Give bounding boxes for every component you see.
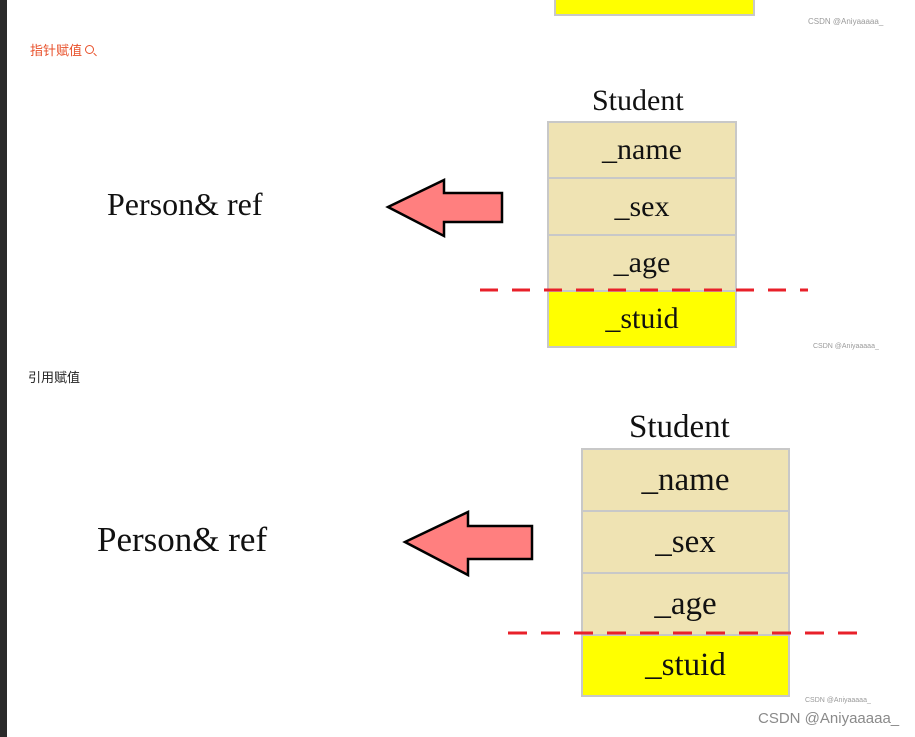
- pointer-assign-label: 指针赋值: [30, 44, 83, 59]
- watermark: CSDN @Aniyaaaaa_: [808, 17, 884, 26]
- diagram-2-struct: _name _sex _age _stuid: [581, 448, 790, 697]
- diagram-1-field-sex: _sex: [549, 179, 735, 236]
- diagram-2-title: Student: [629, 409, 730, 445]
- watermark: CSDN @Aniyaaaaa_: [813, 343, 879, 350]
- search-icon: [85, 45, 95, 54]
- diagram-2-ref-label: Person& ref: [97, 520, 268, 559]
- diagram-1-struct: _name _sex _age _stuid: [547, 121, 737, 348]
- diagram-2-arrow: [402, 510, 534, 578]
- pointer-assign-link[interactable]: 指针赋值: [30, 40, 95, 59]
- diagram-1-arrow: [385, 178, 504, 239]
- footer-watermark: CSDN @Aniyaaaaa_: [758, 710, 900, 727]
- diagram-1-field-stuid: _stuid: [549, 292, 735, 346]
- diagram-1-ref-label: Person& ref: [107, 186, 263, 222]
- diagram-2-field-stuid: _stuid: [583, 636, 788, 695]
- diagram-1-title: Student: [592, 84, 684, 117]
- diagram-2-field-name: _name: [583, 450, 788, 512]
- diagram-1-field-name: _name: [549, 123, 735, 179]
- watermark: CSDN @Aniyaaaaa_: [805, 697, 871, 704]
- previous-diagram-field: [554, 0, 755, 16]
- diagram-2-field-sex: _sex: [583, 512, 788, 574]
- reference-assign-label: 引用赋值: [28, 371, 81, 386]
- left-edge-bar: [0, 0, 7, 737]
- diagram-2-field-age: _age: [583, 574, 788, 636]
